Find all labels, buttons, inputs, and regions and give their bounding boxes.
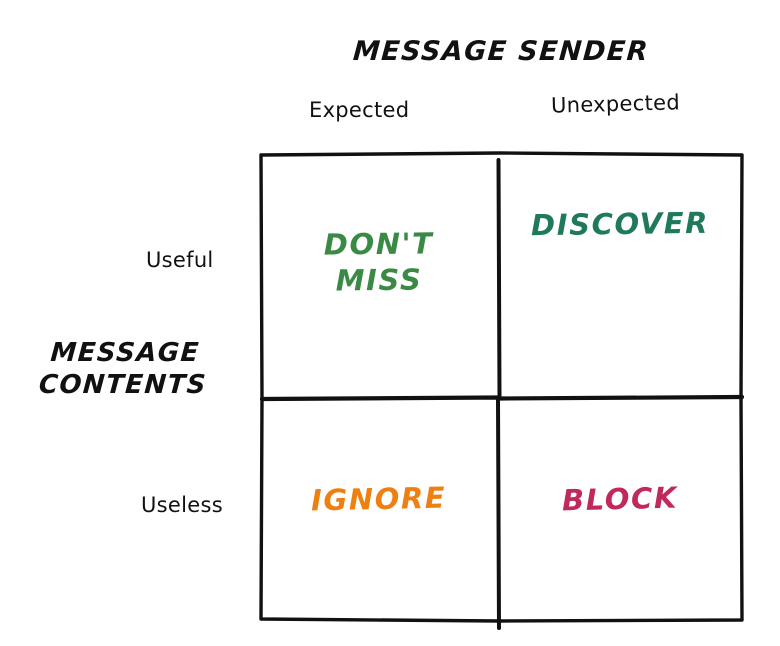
y-axis-title-line-2: CONTENTS <box>37 370 208 400</box>
quadrant-label-dont-miss: DON'T MISS <box>323 226 434 298</box>
quadrant-useless-expected[interactable]: IGNORE <box>262 400 496 618</box>
quadrant-useless-unexpected[interactable]: BLOCK <box>500 400 740 618</box>
row-header-useless: Useless <box>141 493 223 517</box>
quadrant-label-discover: DISCOVER <box>530 205 710 243</box>
x-axis-title: MESSAGE SENDER <box>351 36 651 67</box>
quadrant-useful-expected[interactable]: DON'T MISS <box>262 156 496 396</box>
column-header-unexpected: Unexpected <box>550 90 681 118</box>
quadrant-label-ignore: IGNORE <box>311 480 447 518</box>
y-axis-title: MESSAGE CONTENTS <box>16 338 232 400</box>
column-header-expected: Expected <box>309 98 410 122</box>
y-axis-title-line-1: MESSAGE <box>49 338 201 368</box>
row-header-useful: Useful <box>146 248 214 272</box>
quadrant-useful-unexpected[interactable]: DISCOVER <box>500 156 740 396</box>
quadrant-label-block: BLOCK <box>561 480 679 518</box>
grid-horizontal-divider <box>259 394 745 402</box>
